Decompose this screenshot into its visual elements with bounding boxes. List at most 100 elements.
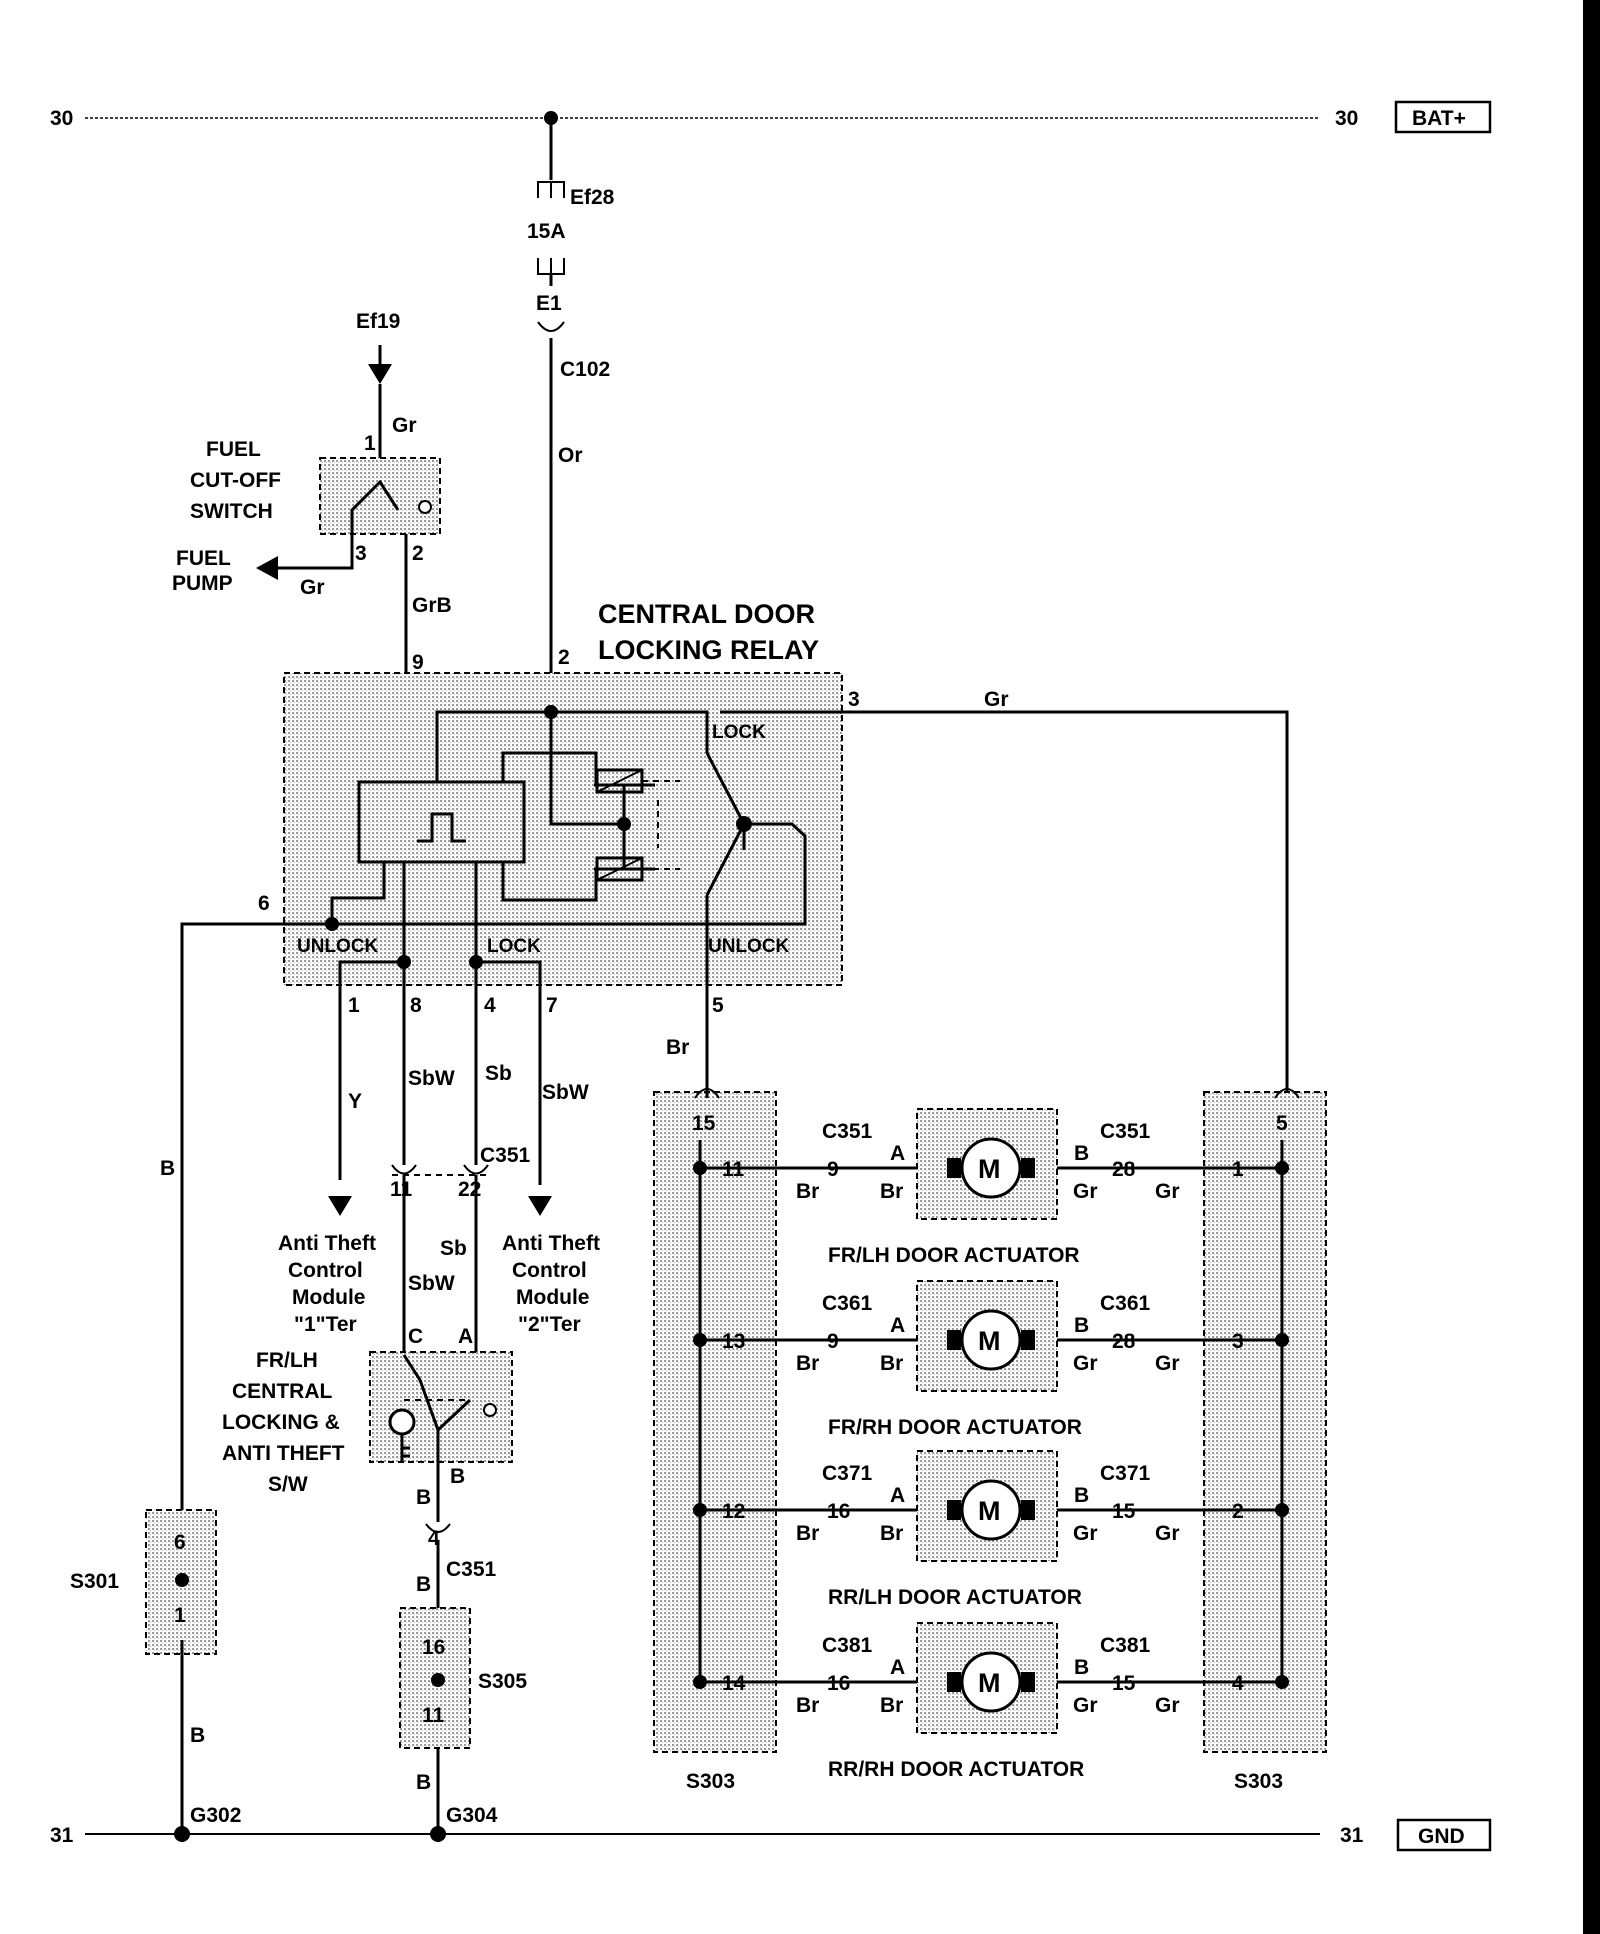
gnd-tag [1396,1818,1492,1852]
wire-gr-2: Gr [1155,1694,1180,1717]
conn-pin-b: 28 [1112,1330,1136,1353]
rail-30-right: 30 [1335,107,1358,130]
c351-lower: C351 [446,1558,497,1581]
motor-icon [960,1137,1022,1199]
pin-a-label: A [890,1656,905,1679]
conn-pin-b: 28 [1112,1158,1136,1181]
pin-a-label: A [890,1142,905,1165]
motor-letter: M [978,1496,1001,1526]
splice-pin-right: 4 [1232,1672,1244,1695]
wire-gr-2: Gr [1155,1352,1180,1375]
relay-pin2: 2 [558,646,570,669]
c351-pin4-icon [425,1523,451,1533]
relay-pin5: 5 [712,994,724,1017]
pin-b-label: B [1074,1484,1089,1507]
fuse-branch: Ef28 15A E1 C102 Or [527,118,615,712]
wire-or-label: Or [558,444,583,467]
c351-pin22-icon [463,1164,489,1175]
arrow-down-atcm2-icon [528,1196,552,1216]
fuel-pump-wire: Gr [300,576,325,599]
conn-label-b: C361 [1100,1292,1151,1315]
sw-pin-a: A [458,1325,473,1348]
splice-pin-right: 2 [1232,1500,1244,1523]
s305-label: S305 [478,1670,527,1693]
wire-br-2: Br [880,1352,903,1375]
c351-pin11-icon [391,1164,417,1175]
fuel-switch-pin3: 3 [355,542,367,565]
arrow-left-icon [256,556,278,580]
fuse-icon [537,181,565,198]
conn-pin-a: 9 [827,1158,839,1181]
sw-pin-c: C [408,1325,423,1348]
atcm1-l1: Anti Theft [278,1232,376,1255]
fuel-switch-line3: SWITCH [190,500,273,523]
relay-unlock-left: UNLOCK [297,936,379,957]
relay-pin8: 8 [410,994,422,1017]
g302-label: G302 [190,1804,241,1827]
s303-left-label: S303 [686,1770,735,1793]
s303-right-label: S303 [1234,1770,1283,1793]
sw-name-l1: FR/LH [256,1349,318,1372]
actuator-name: FR/LH DOOR ACTUATOR [828,1244,1080,1267]
fuse-holder-icon [537,258,565,275]
splice-pin-left: 13 [722,1330,745,1353]
terminal-b [1021,1500,1035,1520]
wire-gr-1: Gr [1073,1180,1098,1203]
conn-pin-b: 15 [1112,1672,1136,1695]
conn-label-b: C351 [1100,1120,1151,1143]
relay-title-2: LOCKING RELAY [598,635,819,665]
terminal-a [947,1158,961,1178]
conn-label-a: C371 [822,1462,873,1485]
relay-pin7: 7 [546,994,558,1017]
fuel-pump-line2: PUMP [172,572,233,595]
ef19-pin-1: 1 [364,432,376,455]
wire-b3: B [416,1573,431,1596]
g304-label: G304 [446,1804,498,1827]
conn-label-b: C371 [1100,1462,1151,1485]
wire-gr-2: Gr [1155,1180,1180,1203]
conn-label-b: C381 [1100,1634,1151,1657]
s305-top: 16 [422,1636,445,1659]
atcm1-l2: Control [288,1259,363,1282]
atcm2-l4: "2"Ter [518,1313,581,1336]
relay-pin3: 3 [848,688,860,711]
wire-br-1: Br [796,1180,819,1203]
conn-label-a: C381 [822,1634,873,1657]
central-door-locking-relay: CENTRAL DOOR LOCKING RELAY 9 2 3 Gr 6 [258,599,1289,1185]
bat-plus-label: BAT+ [1412,107,1466,130]
connector-c102-icon [537,321,565,332]
rail-31-left: 31 [50,1824,74,1847]
relay-timer-module [357,780,526,864]
relay-pin9: 9 [412,651,424,674]
motor-icon [960,1651,1022,1713]
atcm1-l3: Module [292,1286,366,1309]
conn-pin-a: 9 [827,1330,839,1353]
wire-br-2: Br [880,1694,903,1717]
wire-grb-label: GrB [412,594,452,617]
wire-br-2: Br [880,1522,903,1545]
motor-icon [960,1479,1022,1541]
wire-br-1: Br [796,1352,819,1375]
fuel-switch-line2: CUT-OFF [190,469,281,492]
bat-plus-tag [1394,100,1492,134]
wire-gr-1: Gr [1073,1694,1098,1717]
sw-wire-b2: B [416,1486,431,1509]
wire-b-s301: B [160,1157,175,1180]
pin-b-label: B [1074,1314,1089,1337]
s301-bot: 1 [174,1604,186,1627]
sw-wire-sbw: SbW [408,1272,455,1295]
pulse-icon [417,812,466,843]
relay-wire-gr: Gr [984,688,1009,711]
c351-upper: C351 [480,1144,531,1167]
central-locking-switch [369,1351,513,1463]
sw-wire-sb: Sb [440,1237,467,1260]
actuator-name: RR/RH DOOR ACTUATOR [828,1758,1084,1781]
wire-b5: B [190,1724,205,1747]
s303-right-entry-icon [1274,1088,1300,1099]
motor-letter: M [978,1326,1001,1356]
wire-gr-1: Gr [1073,1352,1098,1375]
wire-gr-2: Gr [1155,1522,1180,1545]
splice-pin-left: 12 [722,1500,745,1523]
ef19-wire-gr: Gr [392,414,417,437]
